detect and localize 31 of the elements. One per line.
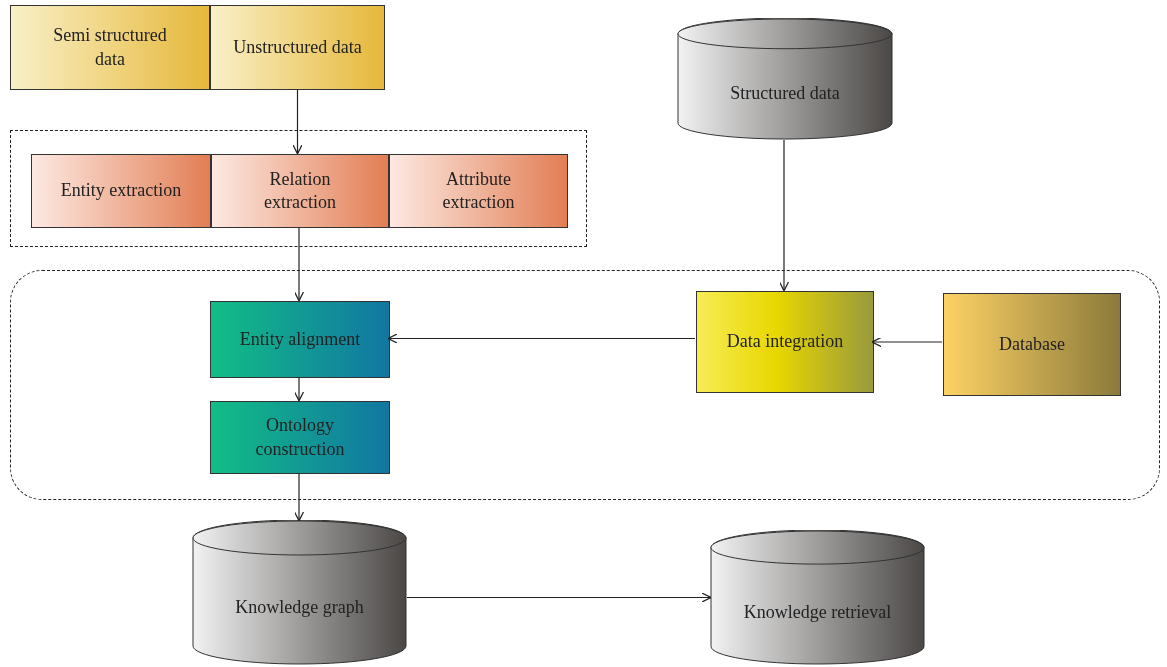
process-box xyxy=(210,401,390,474)
process-box xyxy=(211,154,389,228)
node-label: Entity alignment xyxy=(239,327,361,351)
node-label: Structured data xyxy=(730,82,840,106)
node-label: Attribute extraction xyxy=(441,167,516,214)
data-source-box xyxy=(210,5,385,90)
node-label: Database xyxy=(999,332,1065,356)
node-label: Ontology construction xyxy=(254,414,346,461)
arrow xyxy=(292,89,303,155)
arrow xyxy=(387,333,696,344)
node-label: Relation extraction xyxy=(263,167,337,214)
dashed-group-frame xyxy=(10,130,587,247)
process-box xyxy=(31,154,211,228)
node-label: Entity extraction xyxy=(60,179,182,203)
arrow xyxy=(406,592,712,603)
node-label: Knowledge retrieval xyxy=(743,600,892,624)
data-source-box xyxy=(10,5,210,90)
arrow xyxy=(293,376,305,402)
arrow xyxy=(293,472,305,522)
dashed-group-frame xyxy=(10,270,1160,500)
process-box xyxy=(210,301,390,378)
arrow xyxy=(293,226,305,302)
process-box xyxy=(389,154,568,228)
node-label: Data integration xyxy=(726,330,844,354)
node-label: Knowledge graph xyxy=(235,595,364,619)
node-label: Unstructured data xyxy=(233,35,362,59)
process-box xyxy=(943,293,1121,396)
node-label: Semi structured data xyxy=(52,24,168,71)
process-box xyxy=(696,291,874,393)
arrow xyxy=(871,336,943,348)
arrow xyxy=(778,139,790,292)
